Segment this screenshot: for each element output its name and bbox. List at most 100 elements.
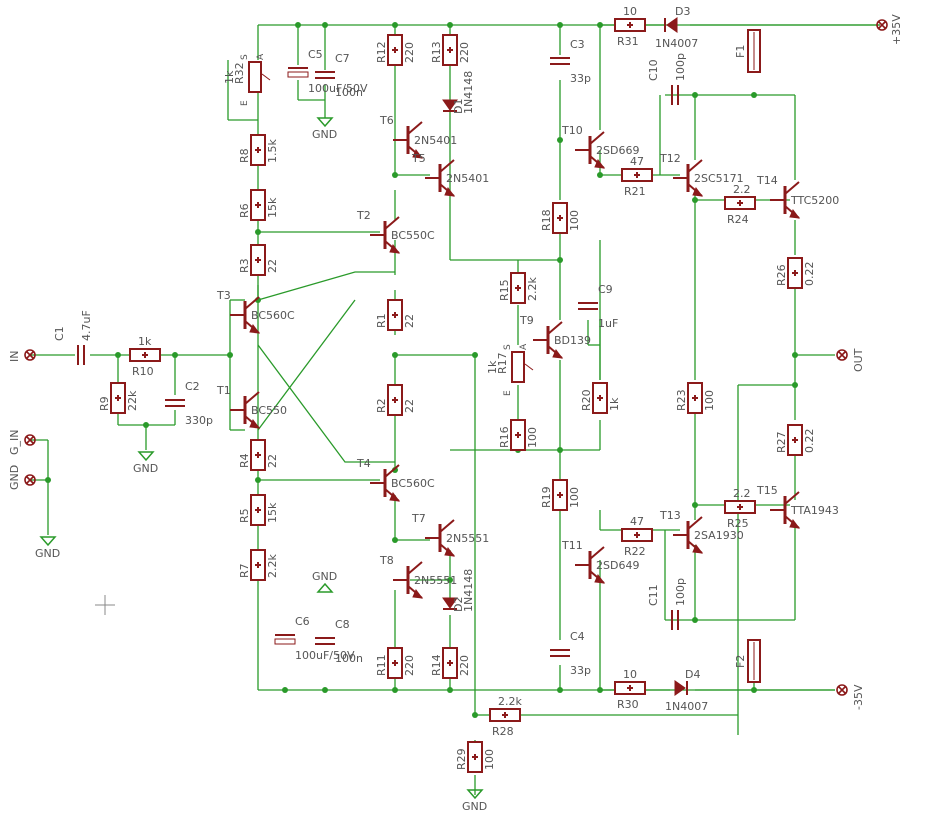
resistor-r11[interactable] <box>387 647 403 679</box>
capacitor-c2[interactable] <box>165 399 185 407</box>
resistor-value: 22 <box>403 314 416 328</box>
fuse-f1[interactable] <box>747 29 761 73</box>
trimmer-pin: A <box>519 343 529 350</box>
resistor-ref: R1 <box>375 313 388 328</box>
transistor-t15[interactable] <box>770 491 801 529</box>
resistor-r13[interactable] <box>442 34 458 66</box>
resistor-r3[interactable] <box>250 244 266 276</box>
resistor-ref: R27 <box>775 431 788 453</box>
diode-d4[interactable] <box>674 680 688 696</box>
resistor-ref: R8 <box>238 148 251 163</box>
resistor-r7[interactable] <box>250 549 266 581</box>
transistor-t6[interactable] <box>393 121 424 159</box>
resistor-r12[interactable] <box>387 34 403 66</box>
resistor-r21[interactable] <box>621 168 653 182</box>
resistor-r8[interactable] <box>250 134 266 166</box>
resistor-r4[interactable] <box>250 439 266 471</box>
transistor-ref: T1 <box>216 384 231 397</box>
resistor-r10[interactable] <box>129 348 161 362</box>
resistor-r20[interactable] <box>592 382 608 414</box>
trimmer-r32[interactable] <box>248 61 271 93</box>
connector-label: GND <box>8 465 21 490</box>
capacitor-c6[interactable] <box>274 634 296 645</box>
resistor-value: 100 <box>568 487 581 508</box>
transistor-t4[interactable] <box>370 464 401 502</box>
resistor-value: 15k <box>266 197 279 218</box>
resistor-r27[interactable] <box>787 424 803 456</box>
resistor-r22[interactable] <box>621 528 653 542</box>
resistor-r2[interactable] <box>387 384 403 416</box>
resistor-r19[interactable] <box>552 479 568 511</box>
capacitor-c5[interactable] <box>287 67 309 78</box>
transistor-t1[interactable] <box>230 391 261 429</box>
resistor-r18[interactable] <box>552 202 568 234</box>
trimmer-r17[interactable] <box>511 351 534 383</box>
transistor-t11[interactable] <box>575 546 606 584</box>
capacitor-ref: C7 <box>335 52 350 65</box>
resistor-r9[interactable] <box>110 382 126 414</box>
capacitor-c7[interactable] <box>315 71 335 79</box>
transistor-t9[interactable] <box>533 321 564 359</box>
resistor-r23[interactable] <box>687 382 703 414</box>
diode-value: 1N4007 <box>665 700 708 713</box>
capacitor-c1[interactable] <box>77 345 85 365</box>
fuse-f2[interactable] <box>747 639 761 683</box>
resistor-r1[interactable] <box>387 299 403 331</box>
resistor-r6[interactable] <box>250 189 266 221</box>
resistor-value: 2.2 <box>733 183 751 196</box>
resistor-r15[interactable] <box>510 272 526 304</box>
capacitor-c4[interactable] <box>550 649 570 657</box>
connector-gnd_in[interactable] <box>24 474 36 486</box>
resistor-r26[interactable] <box>787 257 803 289</box>
capacitor-c11[interactable] <box>671 610 679 630</box>
junction <box>472 352 478 358</box>
capacitor-c3[interactable] <box>550 57 570 65</box>
junction <box>392 537 398 543</box>
transistor-value: 2N5551 <box>414 574 457 587</box>
junction <box>751 92 757 98</box>
resistor-r14[interactable] <box>442 647 458 679</box>
connector-label: +35V <box>890 14 903 45</box>
capacitor-c8[interactable] <box>315 637 335 645</box>
resistor-r16[interactable] <box>510 419 526 451</box>
transistor-ref: T11 <box>561 539 583 552</box>
transistor-t14[interactable] <box>770 181 801 219</box>
connector-out[interactable] <box>836 349 848 361</box>
resistor-ref: R31 <box>617 35 639 48</box>
transistor-t5[interactable] <box>425 159 456 197</box>
transistor-value: 2SA1930 <box>694 529 744 542</box>
diode-d3[interactable] <box>664 17 678 33</box>
connector-g_in[interactable] <box>24 434 36 446</box>
transistor-t12[interactable] <box>673 159 704 197</box>
capacitor-ref: C2 <box>185 380 200 393</box>
resistor-value: 100 <box>568 210 581 231</box>
resistor-r28[interactable] <box>489 708 521 722</box>
trimmer-pin: E <box>503 390 513 396</box>
connector-p35[interactable] <box>876 19 888 31</box>
transistor-t2[interactable] <box>370 216 401 254</box>
transistor-t10[interactable] <box>575 131 606 169</box>
trimmer-value: 1k <box>486 360 499 374</box>
capacitor-c10[interactable] <box>671 85 679 105</box>
resistor-r5[interactable] <box>250 494 266 526</box>
capacitor-c9[interactable] <box>578 302 598 310</box>
transistor-value: BD139 <box>554 334 591 347</box>
resistor-ref: R28 <box>492 725 514 738</box>
connector-n35[interactable] <box>836 684 848 696</box>
connector-in[interactable] <box>24 349 36 361</box>
transistor-t8[interactable] <box>393 561 424 599</box>
resistor-r30[interactable] <box>614 681 646 695</box>
resistor-r24[interactable] <box>724 196 756 210</box>
diode-d2[interactable] <box>442 597 458 610</box>
transistor-t7[interactable] <box>425 519 456 557</box>
resistor-r31[interactable] <box>614 18 646 32</box>
diode-d1[interactable] <box>442 99 458 112</box>
resistor-ref: R19 <box>540 486 553 508</box>
capacitor-value: 1uF <box>598 317 618 330</box>
trimmer-value: 1k <box>223 70 236 84</box>
resistor-r25[interactable] <box>724 500 756 514</box>
transistor-t3[interactable] <box>230 296 261 334</box>
transistor-t13[interactable] <box>673 516 704 554</box>
resistor-r29[interactable] <box>467 741 483 773</box>
resistor-value: 1.5k <box>266 139 279 163</box>
